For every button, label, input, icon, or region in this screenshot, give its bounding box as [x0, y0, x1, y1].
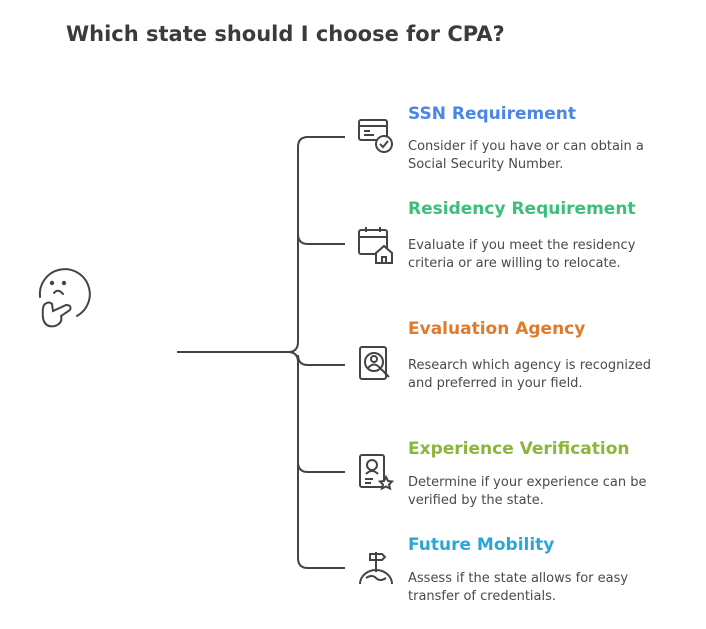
item-title-residency: Residency Requirement	[408, 199, 636, 219]
globe-signpost-icon	[359, 552, 393, 585]
badge-star-icon	[359, 454, 395, 491]
item-title-evaluation-agency: Evaluation Agency	[408, 319, 586, 339]
item-desc-evaluation-agency: Research which agency is recognized and …	[408, 358, 652, 391]
item-desc-ssn: Consider if you have or can obtain a Soc…	[408, 139, 644, 172]
thinking-face-icon	[38, 268, 91, 328]
item-desc-future-mobility: Assess if the state allows for easy tran…	[408, 571, 629, 604]
item-title-ssn: SSN Requirement	[408, 104, 576, 124]
item-title-experience-verification: Experience Verification	[408, 439, 630, 459]
calendar-home-icon	[358, 227, 393, 264]
document-search-person-icon	[359, 346, 390, 380]
item-desc-experience-verification: Determine if your experience can be veri…	[408, 475, 647, 508]
item-desc-residency: Evaluate if you meet the residency crite…	[408, 238, 636, 271]
diagram-title: Which state should I choose for CPA?	[66, 22, 505, 46]
item-title-future-mobility: Future Mobility	[408, 535, 555, 555]
id-card-check-icon	[358, 119, 393, 153]
